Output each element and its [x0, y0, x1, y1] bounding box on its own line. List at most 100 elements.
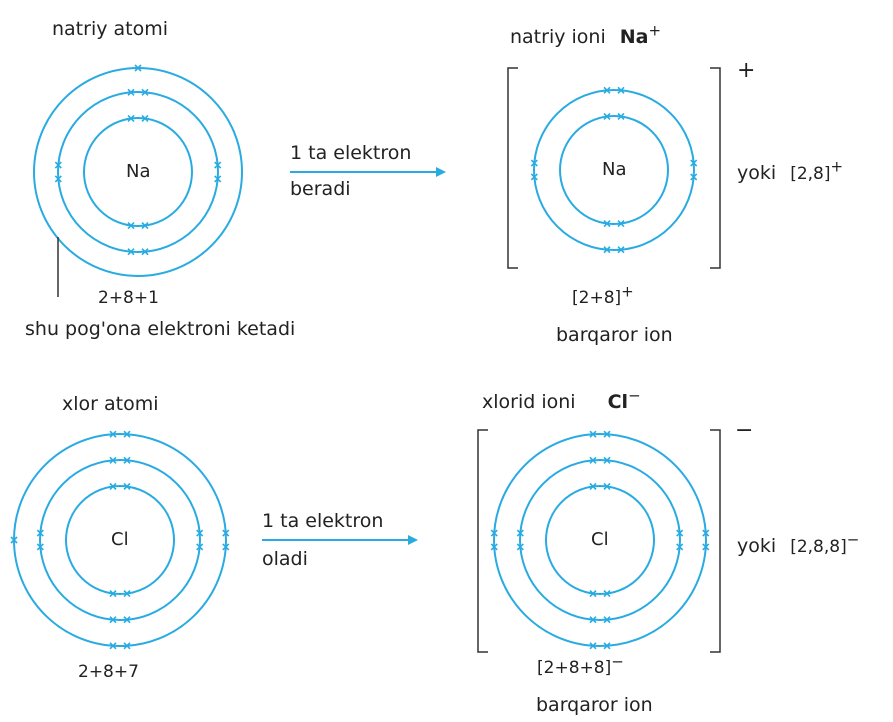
sodium-atom-title: natriy atomi — [52, 18, 169, 40]
electron-marker — [603, 482, 611, 491]
electron-marker — [617, 86, 625, 94]
electron-marker — [702, 543, 710, 551]
electron-marker — [127, 221, 135, 230]
electron-marker — [123, 482, 131, 491]
electron-marker — [54, 161, 62, 169]
electron-marker — [603, 246, 611, 254]
sodium-arrow-label-1: 1 ta elektron — [290, 142, 412, 164]
electron-marker — [123, 642, 131, 650]
sodium-pointer-note: shu pog'ona elektroni ketadi — [25, 318, 296, 340]
sodium-alt-config: yoki [2,8]+ — [737, 159, 843, 183]
electron-marker — [222, 529, 230, 537]
electron-marker — [516, 543, 524, 551]
electron-marker — [127, 88, 135, 96]
electron-marker — [134, 64, 142, 72]
sodium-ion-title: natriy ioni Na+ — [510, 23, 661, 48]
sodium-ion-nucleus-label: Na — [602, 159, 627, 180]
electron-marker — [109, 482, 117, 491]
electron-marker — [54, 175, 62, 183]
chloride-ion-title: xlorid ioni Cl− — [482, 388, 641, 413]
electron-marker — [109, 589, 117, 598]
chlorine-arrow-label-2: oladi — [262, 548, 308, 570]
electron-marker — [36, 529, 44, 537]
sodium-ion-title-text: natriy ioni — [510, 26, 606, 48]
chloride-ion-shell-2 — [519, 459, 681, 621]
chloride-ion-symbol: Cl — [607, 391, 629, 413]
sodium-shell-1 — [83, 117, 193, 227]
electron-marker — [530, 159, 538, 167]
electron-markers — [10, 64, 710, 650]
chlorine-alt-config-charge: − — [846, 530, 860, 549]
chloride-stable-label: barqaror ion — [536, 694, 653, 716]
electron-marker — [490, 529, 498, 537]
chloride-ion-nucleus-label: Cl — [591, 529, 609, 550]
electron-marker — [127, 248, 135, 256]
electron-marker — [589, 430, 597, 438]
electron-marker — [690, 173, 698, 181]
electron-marker — [10, 536, 18, 544]
electron-marker — [109, 430, 117, 438]
chlorine-alt-config: yoki [2,8,8]− — [737, 532, 859, 557]
chlorine-nucleus-label: Cl — [111, 529, 129, 550]
electron-marker — [127, 114, 135, 123]
chloride-ion-config-charge: − — [611, 652, 624, 671]
chlorine-yoki: yoki — [737, 535, 777, 557]
sodium-ion — [533, 89, 695, 251]
electron-marker — [141, 88, 149, 96]
electron-marker — [589, 482, 597, 491]
chloride-ion-title-text: xlorid ioni — [482, 391, 576, 413]
sodium-ion-symbol: Na — [619, 26, 649, 48]
electron-marker — [141, 248, 149, 256]
electron-marker — [603, 112, 611, 121]
electron-marker — [603, 430, 611, 438]
sodium-ion-config-charge: + — [621, 282, 634, 301]
electron-marker — [702, 529, 710, 537]
electron-marker — [196, 529, 204, 537]
electron-marker — [123, 456, 131, 464]
electron-marker — [603, 219, 611, 228]
chloride-bracket-charge: − — [735, 418, 754, 443]
electron-marker — [617, 246, 625, 254]
electron-marker — [589, 589, 597, 598]
electron-marker — [603, 589, 611, 598]
electron-marker — [214, 161, 222, 169]
chloride-ion — [493, 433, 707, 647]
sodium-ion-right-bracket — [710, 67, 721, 269]
electron-marker — [603, 456, 611, 464]
electron-marker — [676, 529, 684, 537]
sodium-ion-shell-1 — [559, 115, 669, 225]
electron-marker — [603, 616, 611, 624]
electron-marker — [109, 456, 117, 464]
electron-marker — [516, 529, 524, 537]
electron-marker — [214, 175, 222, 183]
electron-marker — [196, 543, 204, 551]
sodium-ion-config: [2+8]+ — [572, 284, 634, 307]
electron-marker — [123, 616, 131, 624]
chloride-ion-left-bracket — [477, 429, 488, 653]
chlorine-shell-1 — [65, 485, 175, 595]
chlorine-config: 2+8+7 — [78, 662, 139, 682]
sodium-ion-shell-2 — [533, 89, 695, 251]
electron-marker — [123, 430, 131, 438]
sodium-ion-left-bracket — [507, 67, 518, 269]
sodium-bracket-charge: + — [737, 58, 756, 83]
electron-marker — [589, 456, 597, 464]
sodium-shell-2 — [57, 91, 219, 253]
chlorine-arrow-label-1: 1 ta elektron — [262, 510, 384, 532]
sodium-stable-label: barqaror ion — [556, 324, 673, 346]
chlorine-atom-title: xlor atomi — [62, 393, 159, 415]
chlorine-alt-config-text: [2,8,8] — [790, 537, 847, 557]
chloride-ion-shell-1 — [545, 485, 655, 595]
electron-marker — [530, 173, 538, 181]
electron-marker — [603, 86, 611, 94]
chloride-ion-config-text: [2+8+8] — [537, 658, 612, 678]
chloride-ion-symbol-charge: − — [628, 386, 641, 405]
electron-marker — [617, 219, 625, 228]
electron-marker — [676, 543, 684, 551]
electron-marker — [589, 642, 597, 650]
electron-marker — [109, 642, 117, 650]
electron-marker — [490, 543, 498, 551]
chlorine-shell-2 — [39, 459, 201, 621]
electron-marker — [123, 589, 131, 598]
